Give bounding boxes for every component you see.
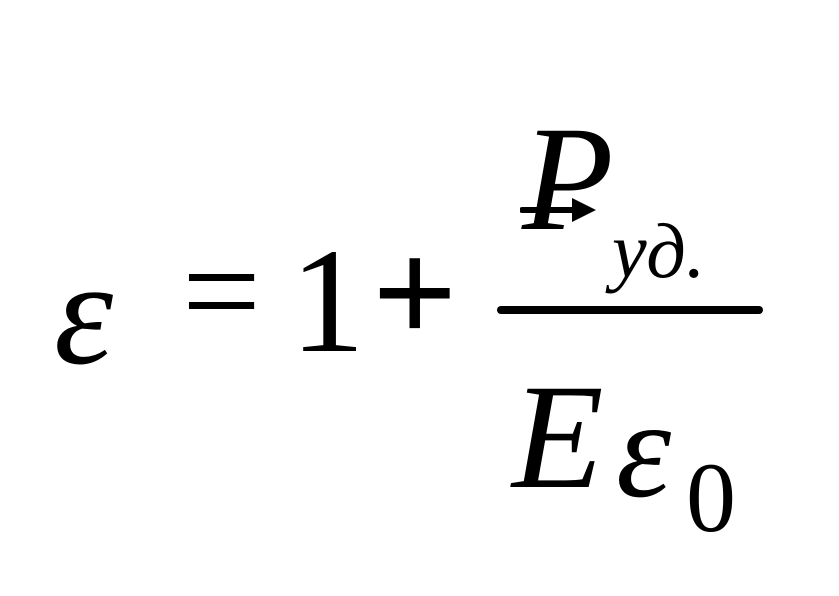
polarization-symbol: P xyxy=(522,96,614,262)
polarization-subscript: уд. xyxy=(612,207,706,294)
equals-sign: = xyxy=(182,214,261,369)
number-one: 1 xyxy=(290,218,365,384)
epsilon-zero-subscript: 0 xyxy=(686,442,736,553)
field-strength-symbol: E xyxy=(512,354,604,520)
epsilon-symbol: ε xyxy=(54,230,114,396)
epsilon-zero-symbol: ε xyxy=(616,372,672,527)
fraction-bar xyxy=(497,306,763,314)
plus-sign: + xyxy=(372,210,458,376)
vector-arrow-icon xyxy=(520,198,596,222)
